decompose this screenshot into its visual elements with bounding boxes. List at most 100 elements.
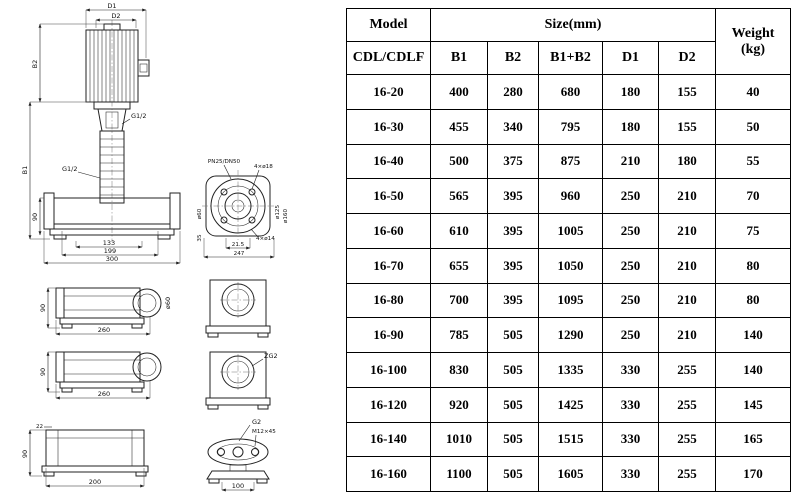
cell-b2: 505 — [487, 421, 539, 458]
cell-d2: 210 — [657, 213, 717, 249]
cell-weight: 80 — [715, 247, 792, 284]
cell-d2: 255 — [657, 421, 717, 458]
cell-b1: 400 — [430, 74, 488, 110]
cell-b2: 505 — [487, 456, 539, 492]
cell-b1: 830 — [430, 352, 488, 388]
cell-b1b2: 1515 — [538, 421, 603, 458]
header-model-sub: CDL/CDLF — [346, 41, 431, 75]
flange-247-label: 247 — [234, 251, 245, 257]
cell-model: 16-80 — [346, 282, 431, 319]
flange-dia125-label: ø125 — [275, 205, 281, 220]
cell-d2: 155 — [657, 108, 717, 145]
cell-d1: 250 — [602, 317, 659, 353]
table-row: 16-60 610 395 1005 250 210 75 — [346, 213, 792, 249]
cell-weight: 165 — [715, 421, 792, 458]
cell-b2: 280 — [487, 74, 539, 110]
cell-d2: 210 — [657, 178, 717, 214]
cell-weight: 140 — [715, 352, 792, 388]
cell-model: 16-140 — [346, 421, 431, 458]
cell-b1b2: 1095 — [538, 282, 603, 319]
side-view-1: ø60 90 260 — [39, 287, 172, 336]
dim-90-label: 90 — [31, 213, 39, 221]
cell-b2: 395 — [487, 213, 539, 249]
cell-weight: 145 — [715, 386, 792, 423]
flange-215-label: 21.5 — [232, 242, 245, 248]
cell-b1: 785 — [430, 317, 488, 353]
base-90-label: 90 — [21, 450, 29, 458]
dim-b1-label: B1 — [21, 166, 29, 175]
cell-d1: 180 — [602, 108, 659, 145]
dimension-table: Model Size(mm) Weight (kg) CDL/CDLF B1 B… — [346, 8, 792, 492]
flange-dia160-label: ø160 — [283, 209, 289, 224]
cell-weight: 80 — [715, 282, 792, 319]
header-col-b2: B2 — [487, 41, 539, 75]
header-weight-word: Weight — [731, 25, 775, 41]
cell-b1: 655 — [430, 247, 488, 284]
cell-weight: 170 — [715, 456, 792, 492]
flange-holes14-label: 4×ø14 — [256, 236, 275, 242]
header-col-b1b2: B1+B2 — [538, 41, 603, 75]
cell-model: 16-20 — [346, 74, 431, 110]
cell-model: 16-40 — [346, 143, 431, 180]
cell-d1: 210 — [602, 143, 659, 180]
header-col-d2: D2 — [657, 41, 717, 75]
cell-b1: 1100 — [430, 456, 488, 492]
cell-d2: 210 — [657, 282, 717, 319]
end-view-a — [205, 279, 271, 338]
bolt-m12-label: M12×45 — [252, 429, 276, 435]
cell-d2: 180 — [657, 143, 717, 180]
base-200-label: 200 — [89, 478, 101, 486]
dim-d1-label: D1 — [107, 2, 116, 10]
cell-d1: 250 — [602, 213, 659, 249]
port-g12-top-label: G1/2 — [131, 112, 147, 120]
flange-pn-label: PN25/DN50 — [208, 159, 241, 165]
header-model: Model — [346, 8, 431, 42]
header-row-1: Model Size(mm) Weight (kg) — [346, 8, 792, 75]
cell-model: 16-90 — [346, 317, 431, 353]
end-view-b: ZG2 — [205, 351, 278, 410]
cell-weight: 75 — [715, 213, 792, 249]
cell-b1b2: 875 — [538, 143, 603, 180]
cell-b1b2: 1050 — [538, 247, 603, 284]
side1-dia60-label: ø60 — [164, 297, 172, 309]
cell-weight: 140 — [715, 317, 792, 353]
dim-d2-label: D2 — [111, 12, 120, 20]
cell-b2: 505 — [487, 386, 539, 423]
table-row: 16-120 920 505 1425 330 255 145 — [346, 386, 792, 423]
port-zg2-label: ZG2 — [264, 352, 278, 360]
cell-b1b2: 960 — [538, 178, 603, 214]
cell-model: 16-120 — [346, 386, 431, 423]
cell-weight: 50 — [715, 108, 792, 145]
table-row: 16-100 830 505 1335 330 255 140 — [346, 352, 792, 388]
side1-90-label: 90 — [39, 304, 47, 312]
cell-b1: 565 — [430, 178, 488, 214]
cell-d2: 255 — [657, 456, 717, 492]
header-row-2: CDL/CDLF B1 B2 B1+B2 D1 D2 — [346, 41, 791, 75]
front-view: D1 D2 B2 B1 90 G1/2 G1/2 133 199 — [21, 2, 181, 265]
flange-dia60-label: ø60 — [197, 208, 203, 219]
side-view-2: 90 260 — [39, 351, 162, 400]
cell-b1b2: 1005 — [538, 213, 603, 249]
dim-b2-label: B2 — [31, 60, 39, 69]
cell-model: 16-70 — [346, 247, 431, 284]
cell-d1: 330 — [602, 386, 659, 423]
cell-b2: 395 — [487, 178, 539, 214]
cell-model: 16-160 — [346, 456, 431, 492]
table-row: 16-160 1100 505 1605 330 255 170 — [346, 456, 792, 492]
dim-300-label: 300 — [106, 255, 118, 263]
cell-b2: 505 — [487, 317, 539, 353]
port-g12-mid-label: G1/2 — [62, 165, 78, 173]
bottom-100-label: 100 — [232, 482, 244, 490]
table-row: 16-140 1010 505 1515 330 255 165 — [346, 421, 792, 458]
cell-d1: 250 — [602, 178, 659, 214]
cell-b1b2: 1290 — [538, 317, 603, 353]
cell-d2: 210 — [657, 247, 717, 284]
cell-b2: 505 — [487, 352, 539, 388]
dim-133-label: 133 — [103, 239, 115, 247]
side2-260-label: 260 — [98, 390, 110, 398]
header-col-b1: B1 — [430, 41, 488, 75]
header-weight: Weight (kg) — [715, 8, 792, 75]
cell-b1: 700 — [430, 282, 488, 319]
cell-model: 16-60 — [346, 213, 431, 249]
cell-b2: 395 — [487, 247, 539, 284]
